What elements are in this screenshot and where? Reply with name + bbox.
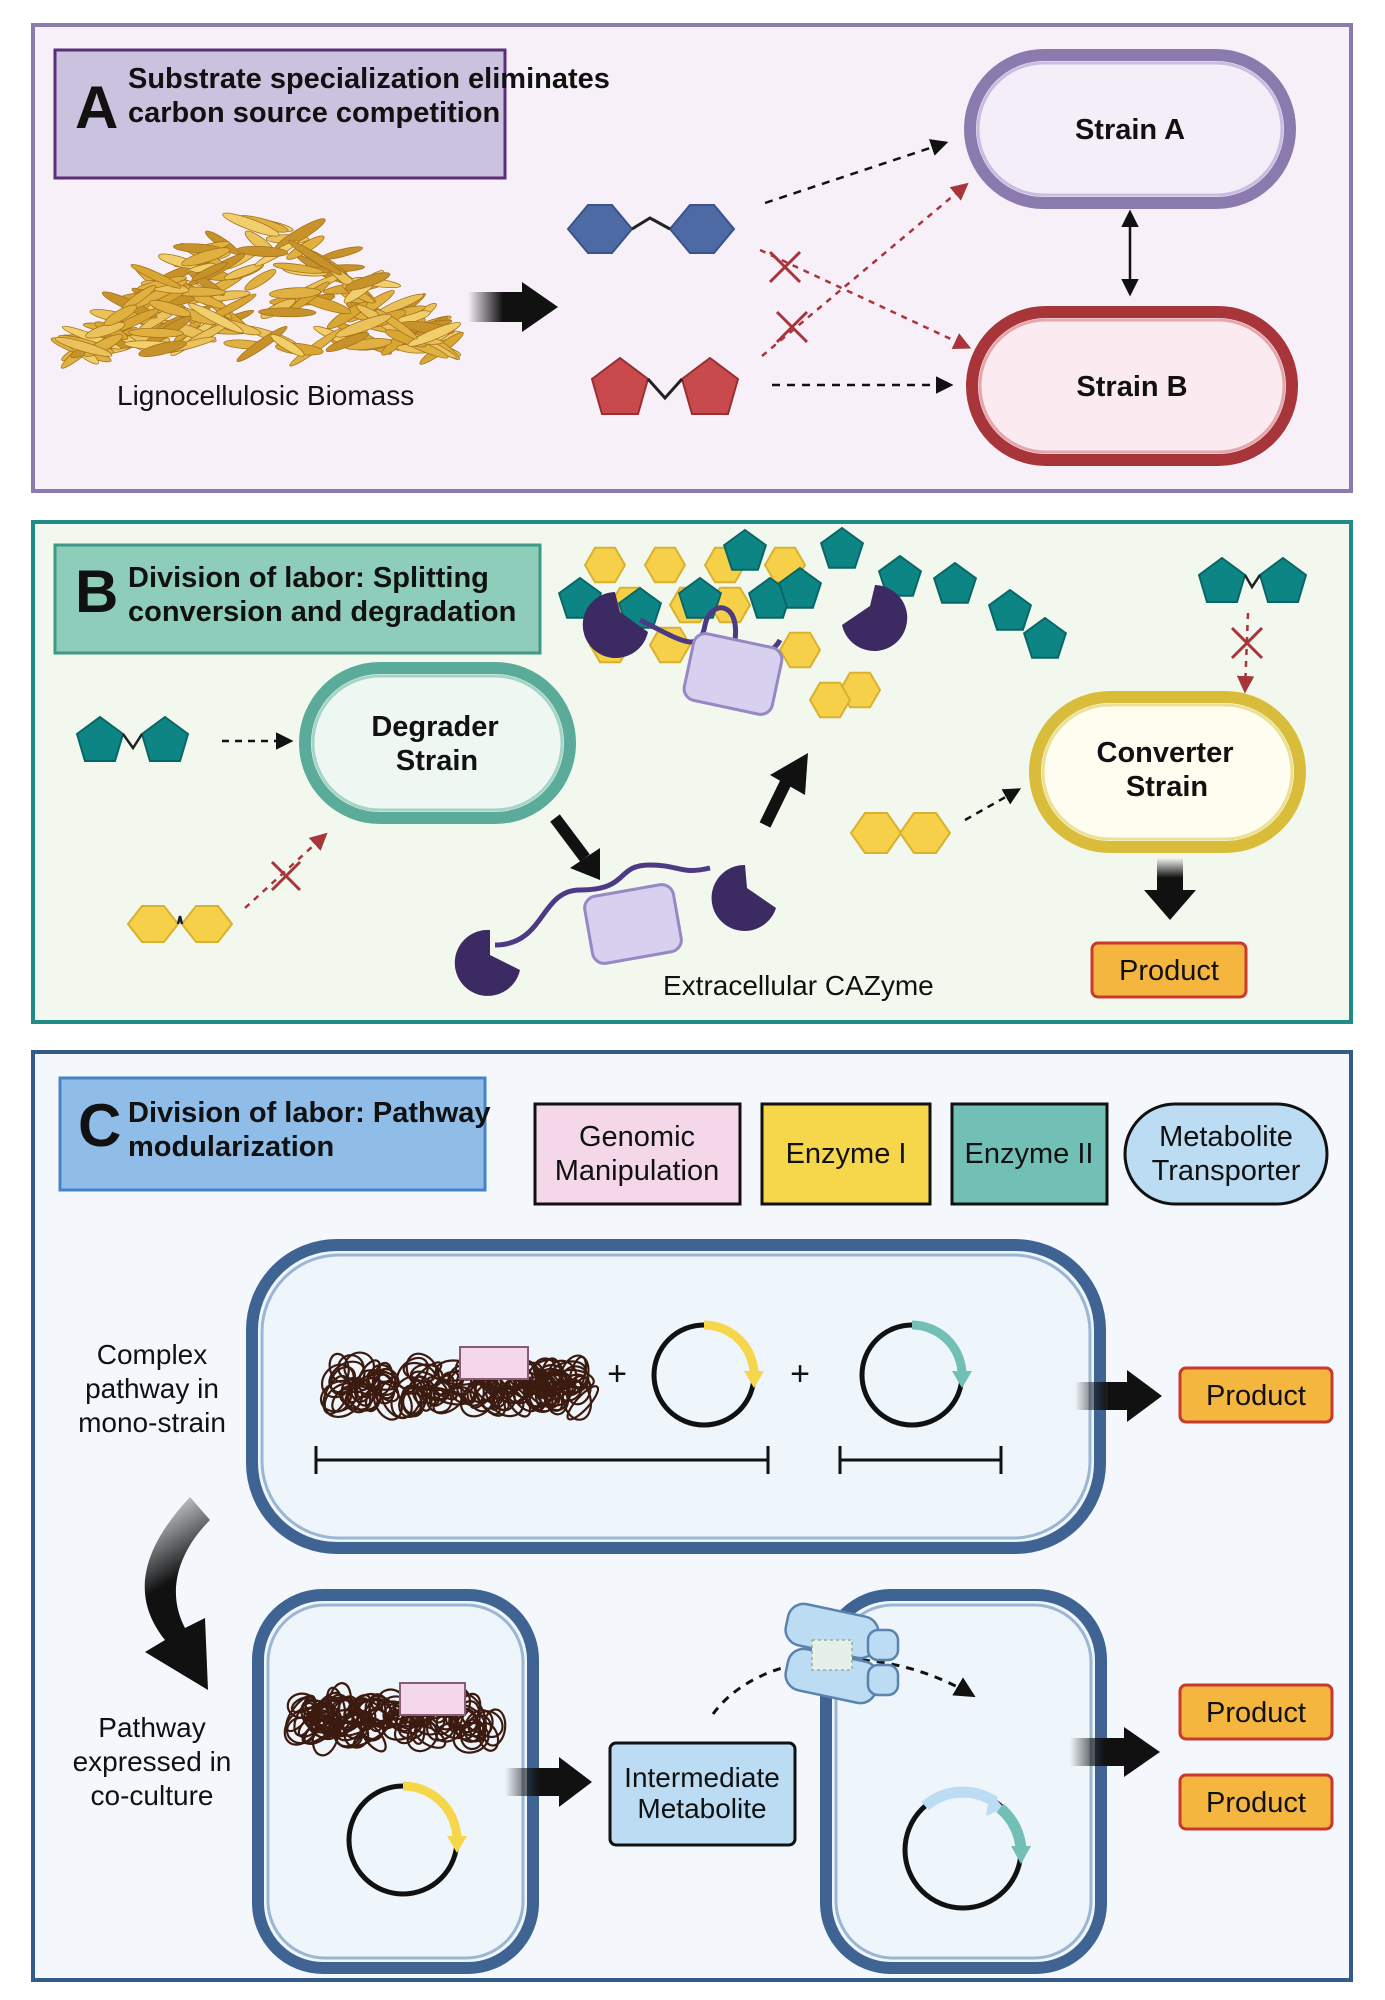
yellow-disaccharide-icon	[849, 812, 952, 854]
legend-enzyme-2-label: Enzyme II	[965, 1138, 1094, 1170]
chromosome-icon	[319, 1348, 600, 1421]
teal-disaccharide-icon	[75, 715, 190, 762]
yellow-disaccharide-icon	[126, 905, 234, 943]
degrader-label-line2: Strain	[396, 745, 478, 777]
plasmid-enzyme-1-icon	[346, 1781, 467, 1897]
product-label: Product	[1206, 1380, 1306, 1412]
legend-enzyme-2	[950, 1102, 1109, 1206]
strain-b-cell	[966, 306, 1298, 466]
pathway-length-bar	[314, 1446, 770, 1474]
converter-label-line2: Strain	[1126, 771, 1208, 803]
metabolite-transporter-icon	[784, 1602, 900, 1705]
secretion-arrow-icon	[550, 814, 600, 880]
strain-a-cell	[964, 49, 1296, 209]
panel-c-title-box	[58, 1076, 487, 1192]
panel-a-letter: A	[75, 74, 118, 141]
plus-sign: +	[607, 1355, 627, 1393]
legend-genomic-line1: Genomic	[579, 1121, 695, 1153]
red-disaccharide-icon	[590, 356, 740, 415]
polysaccharide-icon	[557, 526, 1068, 719]
panel-b-title-line2: conversion and degradation	[128, 596, 516, 628]
mono-strain-label-line2: pathway in	[85, 1373, 219, 1404]
blue-disaccharide-icon	[566, 204, 736, 254]
co-culture-label-line3: co-culture	[91, 1780, 214, 1811]
block-x-icon	[1230, 626, 1264, 660]
panel-b-letter: B	[75, 558, 118, 625]
legend-genomic-manipulation	[533, 1102, 742, 1206]
intermediate-arrow-icon	[505, 1757, 592, 1807]
legend-enzyme-1	[760, 1102, 932, 1206]
plasmid-enzyme-2-icon	[859, 1320, 972, 1428]
panel-b-title-line1: Division of labor: Splitting	[128, 562, 489, 594]
co-culture-label-line1: Pathway	[98, 1712, 205, 1743]
biomass-arrow-icon	[468, 282, 558, 332]
mono-strain-label-line1: Complex	[97, 1339, 207, 1370]
strain-b-label: Strain B	[1076, 371, 1187, 403]
plasmid-enzyme-1-icon	[651, 1320, 764, 1428]
panel-a-title-box	[53, 48, 507, 180]
blue-to-strain-a-arrow	[764, 139, 949, 205]
legend-transporter-line1: Metabolite	[1159, 1121, 1293, 1153]
mono-product-arrow-icon	[1075, 1370, 1162, 1422]
legend-genomic-line2: Manipulation	[555, 1155, 719, 1187]
co-product-arrow-icon	[1070, 1727, 1160, 1777]
panel-c-letter: C	[78, 1092, 121, 1159]
legend-enzyme-1-label: Enzyme I	[786, 1138, 907, 1170]
product-box	[1178, 1773, 1334, 1831]
cazyme-label: Extracellular CAZyme	[663, 970, 934, 1001]
block-x-icon	[768, 250, 802, 284]
block-x-icon	[270, 860, 302, 892]
blocked-blue-to-strain-b-arrow	[759, 248, 972, 350]
panel-b-title-box	[53, 543, 542, 655]
degrader-label-line1: Degrader	[371, 711, 498, 743]
plasmid-enzyme-2-icon	[902, 1786, 1031, 1911]
product-label: Product	[1206, 1697, 1306, 1729]
pathway-length-bar	[838, 1446, 1003, 1474]
product-box	[1090, 941, 1248, 999]
intermediate-metabolite-box	[608, 1741, 797, 1847]
panel-c: C Division of labor: Pathway modularizat…	[31, 1050, 1353, 1982]
panel-a-title-line2: carbon source competition	[128, 97, 500, 129]
co-culture-cell-1	[252, 1589, 539, 1974]
panel-c-title-line1: Division of labor: Pathway	[128, 1097, 491, 1129]
strain-a-label: Strain A	[1075, 114, 1185, 146]
teal-disaccharide-icon	[1197, 556, 1308, 603]
genomic-insert-icon	[399, 1682, 466, 1716]
biomass-label: Lignocellulosic Biomass	[117, 380, 414, 411]
product-label: Product	[1119, 955, 1219, 987]
cazyme-icon	[454, 862, 776, 996]
converter-strain-cell	[1029, 691, 1306, 853]
biomass-pile-icon	[50, 212, 464, 369]
yellow-to-converter-arrow	[964, 788, 1022, 822]
blocked-teal-to-converter-arrow	[1236, 612, 1255, 694]
legend-metabolite-transporter	[1123, 1102, 1329, 1206]
transition-curved-arrow-icon	[144, 1497, 210, 1690]
converter-product-arrow-icon	[1144, 858, 1196, 920]
uptake-dashed-arrow	[711, 1657, 976, 1715]
blocked-red-to-strain-a-arrow	[761, 182, 969, 357]
plus-sign: +	[790, 1355, 810, 1393]
converter-label-line1: Converter	[1097, 737, 1234, 769]
legend: Genomic Manipulation Enzyme I Enzyme II …	[533, 1102, 1329, 1206]
panel-b: B Division of labor: Splitting conversio…	[31, 520, 1353, 1024]
intermediate-label-line2: Metabolite	[637, 1793, 766, 1824]
panel-a: A Substrate specialization eliminates ca…	[31, 23, 1353, 493]
co-culture-label-line2: expressed in	[73, 1746, 232, 1777]
mono-strain-label-line3: mono-strain	[78, 1407, 226, 1438]
degrader-strain-cell	[299, 662, 576, 824]
product-box	[1178, 1366, 1334, 1424]
intermediate-label-line1: Intermediate	[624, 1762, 780, 1793]
panel-c-title-line2: modularization	[128, 1131, 334, 1163]
degradation-arrow-icon	[759, 753, 808, 828]
genomic-insert-icon	[459, 1346, 529, 1380]
legend-transporter-line2: Transporter	[1152, 1155, 1301, 1187]
panel-a-title-line1: Substrate specialization eliminates	[128, 63, 610, 95]
product-label: Product	[1206, 1787, 1306, 1819]
block-x-icon	[775, 310, 809, 344]
product-box	[1178, 1683, 1334, 1741]
